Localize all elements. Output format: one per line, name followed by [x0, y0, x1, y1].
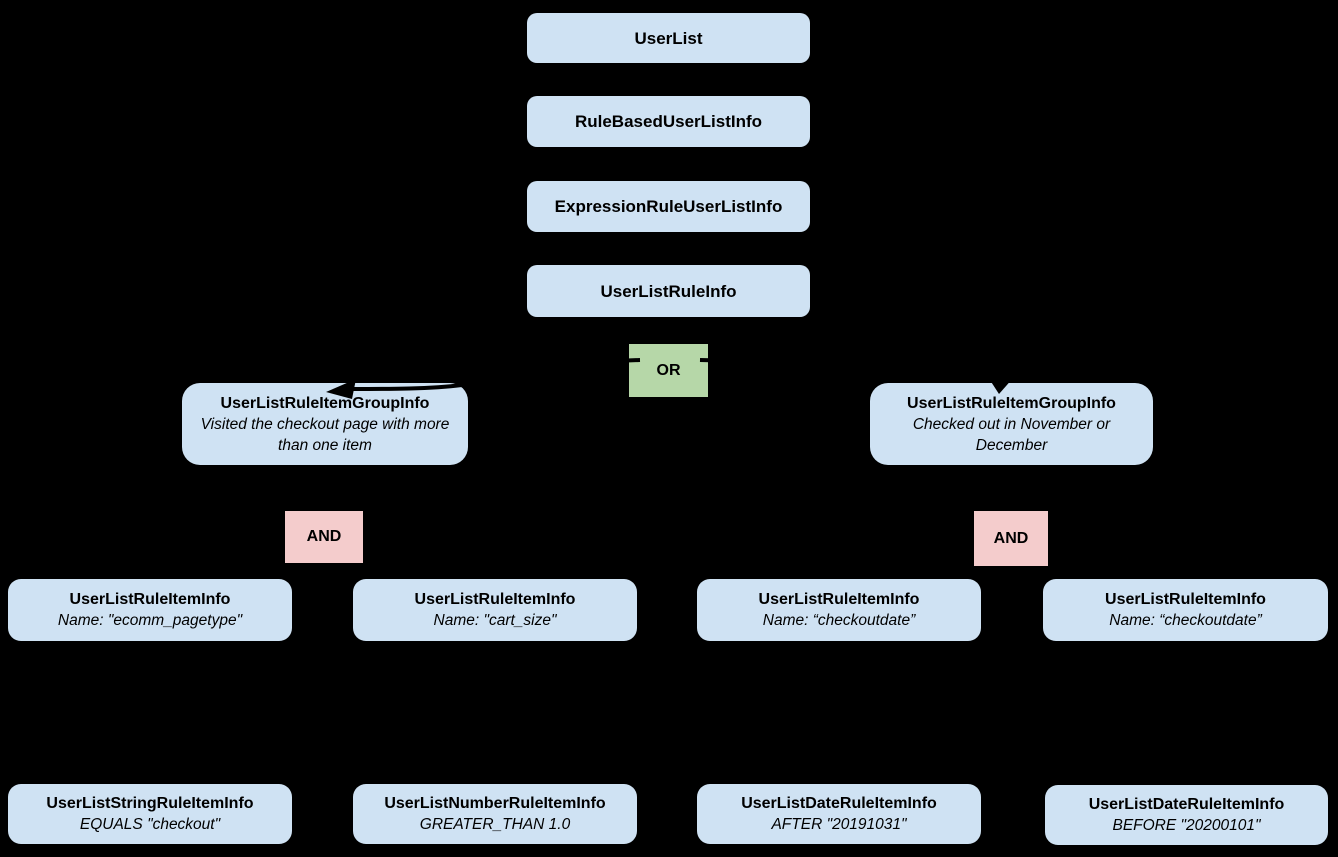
- node-label: UserListRuleInfo: [600, 281, 737, 301]
- and-operator-left: AND: [285, 511, 363, 563]
- item-subtitle: Name: “checkoutdate”: [762, 612, 916, 629]
- leaf-title: UserListDateRuleItemInfo: [741, 795, 937, 812]
- group-title: UserListRuleItemGroupInfo: [907, 394, 1116, 412]
- node-label: ExpressionRuleUserListInfo: [554, 197, 783, 216]
- item-subtitle: Name: "cart_size": [433, 612, 557, 629]
- leaf-number-rule-item-info: UserListNumberRuleItemInfo GREATER_THAN …: [353, 784, 637, 844]
- item-checkoutdate-after: UserListRuleItemInfo Name: “checkoutdate…: [697, 579, 981, 641]
- leaf-title: UserListStringRuleItemInfo: [46, 795, 254, 812]
- item-checkoutdate-before: UserListRuleItemInfo Name: “checkoutdate…: [1043, 579, 1328, 641]
- item-title: UserListRuleItemInfo: [758, 591, 920, 608]
- leaf-title: UserListDateRuleItemInfo: [1088, 796, 1285, 813]
- node-expression-rule-user-list-info: ExpressionRuleUserListInfo: [527, 181, 810, 232]
- leaf-date-rule-item-info-after: UserListDateRuleItemInfo AFTER "20191031…: [697, 784, 981, 844]
- and-operator-label: AND: [306, 528, 342, 545]
- node-label: UserList: [634, 28, 703, 48]
- item-subtitle: Name: "ecomm_pagetype": [57, 612, 243, 629]
- leaf-subtitle: EQUALS "checkout": [79, 816, 221, 833]
- or-operator: OR: [629, 344, 708, 397]
- leaf-date-rule-item-info-before: UserListDateRuleItemInfo BEFORE "2020010…: [1045, 785, 1328, 845]
- node-label: RuleBasedUserListInfo: [574, 112, 763, 131]
- leaf-subtitle: AFTER "20191031": [771, 816, 907, 833]
- item-title: UserListRuleItemInfo: [69, 591, 231, 608]
- leaf-subtitle: GREATER_THAN 1.0: [419, 816, 571, 833]
- leaf-string-rule-item-info: UserListStringRuleItemInfo EQUALS "check…: [8, 784, 292, 844]
- group-left-user-list-rule-item-group-info: UserListRuleItemGroupInfo Visited the ch…: [182, 383, 468, 465]
- leaf-title: UserListNumberRuleItemInfo: [384, 795, 606, 812]
- item-ecomm-pagetype: UserListRuleItemInfo Name: "ecomm_pagety…: [8, 579, 292, 641]
- item-cart-size: UserListRuleItemInfo Name: "cart_size": [353, 579, 637, 641]
- node-userlist: UserList: [527, 13, 810, 63]
- item-title: UserListRuleItemInfo: [1105, 591, 1266, 608]
- leaf-subtitle: BEFORE "20200101": [1112, 817, 1261, 834]
- group-title: UserListRuleItemGroupInfo: [220, 394, 430, 412]
- node-rule-based-user-list-info: RuleBasedUserListInfo: [527, 96, 810, 147]
- and-operator-label: AND: [993, 529, 1029, 547]
- group-subtitle: Visited the checkout page with more than…: [200, 415, 450, 454]
- item-subtitle: Name: “checkoutdate”: [1109, 612, 1262, 629]
- group-right-user-list-rule-item-group-info: UserListRuleItemGroupInfo Checked out in…: [870, 383, 1153, 465]
- item-title: UserListRuleItemInfo: [414, 591, 576, 608]
- or-operator-label: OR: [656, 361, 681, 379]
- and-operator-right: AND: [974, 511, 1048, 566]
- node-user-list-rule-info: UserListRuleInfo: [527, 265, 810, 317]
- group-subtitle: Checked out in November or December: [912, 415, 1111, 454]
